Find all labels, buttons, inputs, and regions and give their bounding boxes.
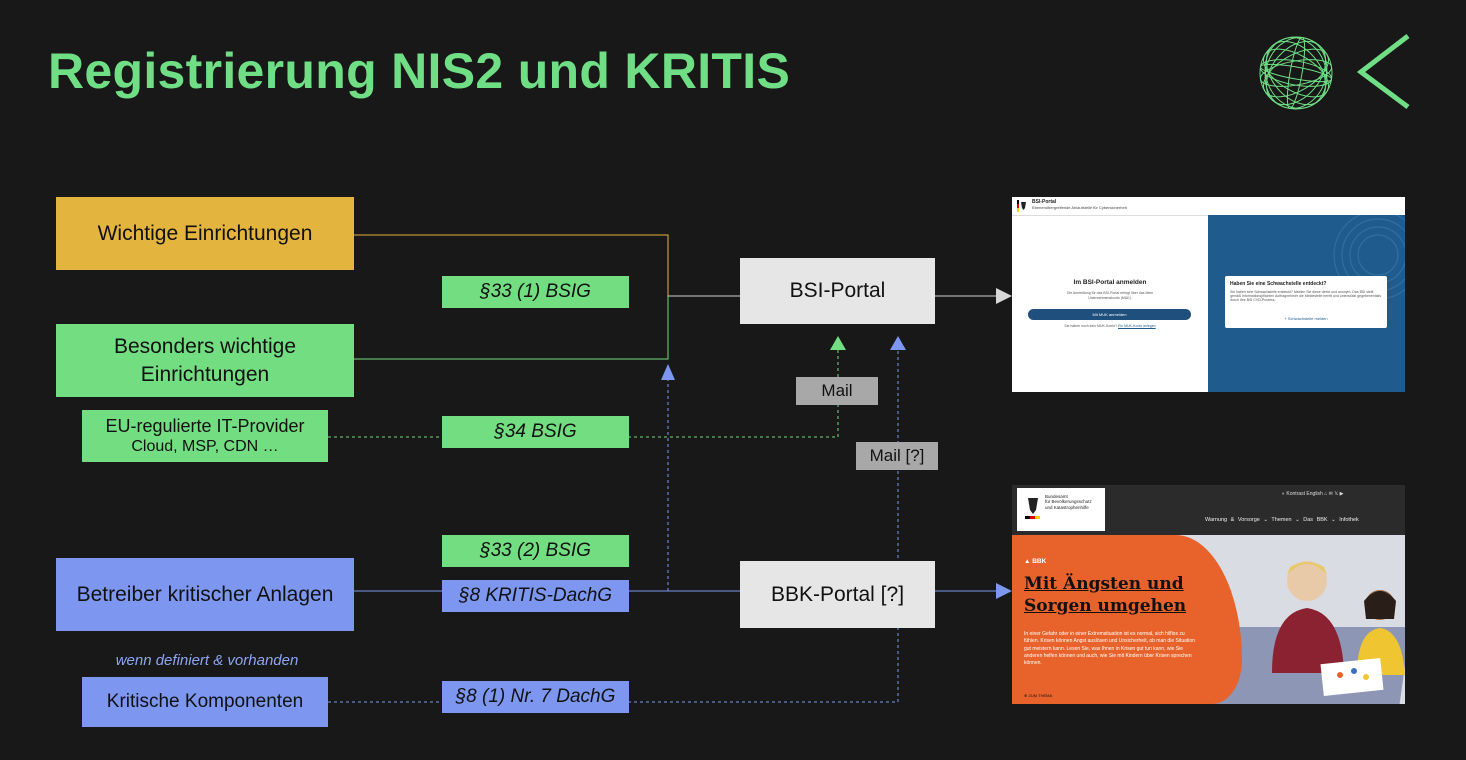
ref-bsig-34: §34 BSIG [442, 416, 629, 448]
kritische-komponenten-label: Kritische Komponenten [106, 690, 304, 712]
bbk-logo-line-1: Bundesamt [1045, 494, 1068, 499]
wichtige-einrichtungen-label: Wichtige Einrichtungen [97, 221, 313, 245]
besonders-wichtige-label-1: Besonders wichtige [113, 335, 297, 359]
bsi-screenshot-right-panel: Haben Sie eine Schwachstelle entdeckt? S… [1208, 215, 1405, 392]
bsi-vulnerability-card: Haben Sie eine Schwachstelle entdeckt? S… [1225, 276, 1387, 328]
page-title: Registrierung NIS2 und KRITIS [48, 43, 791, 99]
bsi-login-link: Ein MUK-Konto anlegen [1118, 324, 1156, 328]
ref-dachg-8-1-7: §8 (1) Nr. 7 DachG [442, 681, 629, 713]
mail-unknown-label: Mail [?] [856, 442, 938, 470]
bbk-hero-illustration [1272, 561, 1405, 697]
bsi-login-heading: Im BSI-Portal anmelden [1073, 279, 1147, 286]
sphere-logo-icon [1259, 36, 1333, 110]
besonders-wichtige-label-2: Einrichtungen [140, 362, 270, 386]
besonders-wichtige-box: Besonders wichtige Einrichtungen [56, 324, 354, 397]
betreiber-label: Betreiber kritischer Anlagen [76, 582, 334, 606]
chevron-left-icon [1356, 34, 1410, 110]
kritische-komponenten-box: Kritische Komponenten [82, 677, 328, 727]
bsi-card-link: + Schwachstelle melden [1284, 316, 1328, 321]
bbk-main-nav: Warnung & Vorsorge ⌄ Themen ⌄ Das BBK ⌄ … [1205, 517, 1359, 523]
bsi-card-text: Sie haben eine Schwachstelle entdeckt? M… [1230, 290, 1381, 303]
ref-kritis-dachg-8: §8 KRITIS-DachG [442, 580, 629, 612]
bsi-screenshot-header: BSI-Portal Ebenenübergreifende Anlaufste… [1012, 197, 1405, 216]
eu-it-provider-box: EU-regulierte IT-Provider Cloud, MSP, CD… [82, 410, 328, 462]
mail-label: Mail [796, 377, 878, 405]
bbk-logo-text: Bundesamt für Bevölkerungsschutz und Kat… [1045, 494, 1092, 510]
wichtige-einrichtungen-box: Wichtige Einrichtungen [56, 197, 354, 270]
bsi-login-button: Mit MUK anmelden [1028, 309, 1191, 320]
bbk-logo: Bundesamt für Bevölkerungsschutz und Kat… [1017, 488, 1105, 531]
bsi-portal-box: BSI-Portal [740, 258, 935, 324]
bundesadler-icon [1025, 498, 1040, 519]
bbk-logo-line-3: und Katastrophenhilfe [1045, 504, 1089, 510]
bbk-headline-line-2: Sorgen umgehen [1024, 596, 1187, 617]
betreiber-kritischer-anlagen-box: Betreiber kritischer Anlagen [56, 558, 354, 631]
eu-it-provider-label: EU-regulierte IT-Provider [105, 415, 305, 436]
bbk-headline-line-1: Mit Ängsten und [1024, 574, 1184, 594]
bundesadler-icon [1017, 200, 1026, 212]
bbk-top-nav: ◐ Kontrast English ⌂ ✉ 𝕏 ▶ [1282, 491, 1344, 497]
bbk-hero-tag: ▲ BBK [1024, 558, 1047, 565]
bsi-login-question: Sie haben noch kein MUK-Konto? Ein MUK-K… [1012, 324, 1208, 328]
conditional-note: wenn definiert & vorhanden [115, 652, 299, 669]
bbk-hero-headline: Mit Ängsten und Sorgen umgehen [1024, 573, 1186, 617]
bbk-hero-paragraph: In einer Gefahr oder in einer Extremsitu… [1024, 631, 1195, 666]
bsi-screenshot-subtitle: Ebenenübergreifende Anlaufstelle für Cyb… [1032, 205, 1127, 210]
ref-bsig-33-1: §33 (1) BSIG [442, 276, 629, 308]
bsi-login-question-text: Sie haben noch kein MUK-Konto? [1064, 324, 1118, 328]
bbk-portal-screenshot: Bundesamt für Bevölkerungsschutz und Kat… [1012, 485, 1405, 704]
bbk-logo-line-2: für Bevölkerungsschutz [1045, 499, 1092, 505]
bbk-hero-cta: ⊕ ZUM THEMA [1024, 693, 1053, 698]
eu-it-provider-sublabel: Cloud, MSP, CDN … [131, 438, 279, 456]
bsi-portal-screenshot: BSI-Portal Ebenenübergreifende Anlaufste… [1012, 197, 1405, 392]
bsi-login-text: Die Anmeldung für das BSI-Portal erfolgt… [1066, 291, 1154, 300]
bbk-hero-orange-panel [1012, 535, 1242, 704]
ref-bsig-33-2: §33 (2) BSIG [442, 535, 629, 567]
bsi-screenshot-title: BSI-Portal [1032, 199, 1057, 205]
bbk-portal-box: BBK-Portal [?] [740, 561, 935, 628]
bsi-card-heading: Haben Sie eine Schwachstelle entdeckt? [1230, 281, 1327, 287]
